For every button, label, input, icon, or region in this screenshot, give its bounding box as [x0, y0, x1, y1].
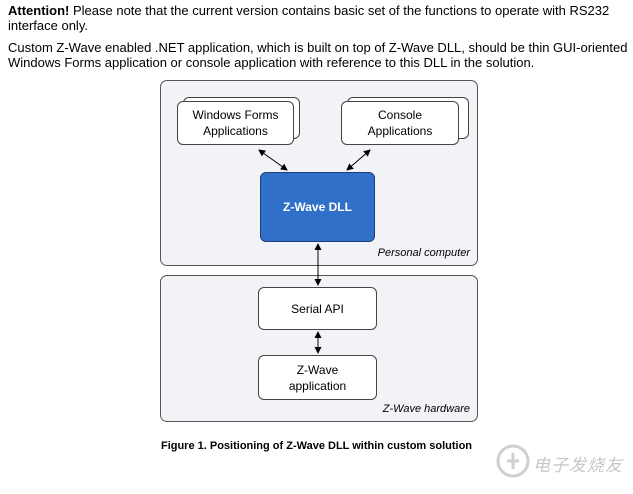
figure-caption: Figure 1. Positioning of Z-Wave DLL with… — [160, 440, 473, 452]
console-node: Console Applications — [341, 101, 459, 145]
windows-forms-label: Windows Forms Applications — [192, 108, 279, 138]
intro-paragraph: Custom Z-Wave enabled .NET application, … — [8, 40, 628, 70]
winforms-dll-arrow — [258, 149, 288, 171]
serial-api-label: Serial API — [291, 301, 344, 316]
attention-paragraph: Attention! Please note that the current … — [8, 3, 630, 33]
attention-body: Please note that the current version con… — [8, 3, 610, 33]
serial-api-node: Serial API — [258, 287, 377, 330]
zwave-application-label: Z-Wave application — [288, 362, 347, 393]
zwave-hardware-label: Z-Wave hardware — [382, 403, 470, 415]
zwave-dll-label: Z-Wave DLL — [283, 200, 352, 214]
attention-label: Attention! — [8, 3, 70, 18]
windows-forms-node: Windows Forms Applications — [177, 101, 294, 145]
zwave-application-node: Z-Wave application — [258, 355, 377, 400]
personal-computer-label: Personal computer — [377, 247, 470, 259]
console-dll-arrow — [346, 149, 371, 171]
zwave-dll-node: Z-Wave DLL — [260, 172, 375, 242]
watermark-text: 电子发烧友 — [533, 456, 623, 475]
watermark: 电子发烧友 — [493, 437, 628, 487]
console-label: Console Applications — [367, 108, 433, 138]
watermark-logo-icon — [496, 444, 530, 478]
